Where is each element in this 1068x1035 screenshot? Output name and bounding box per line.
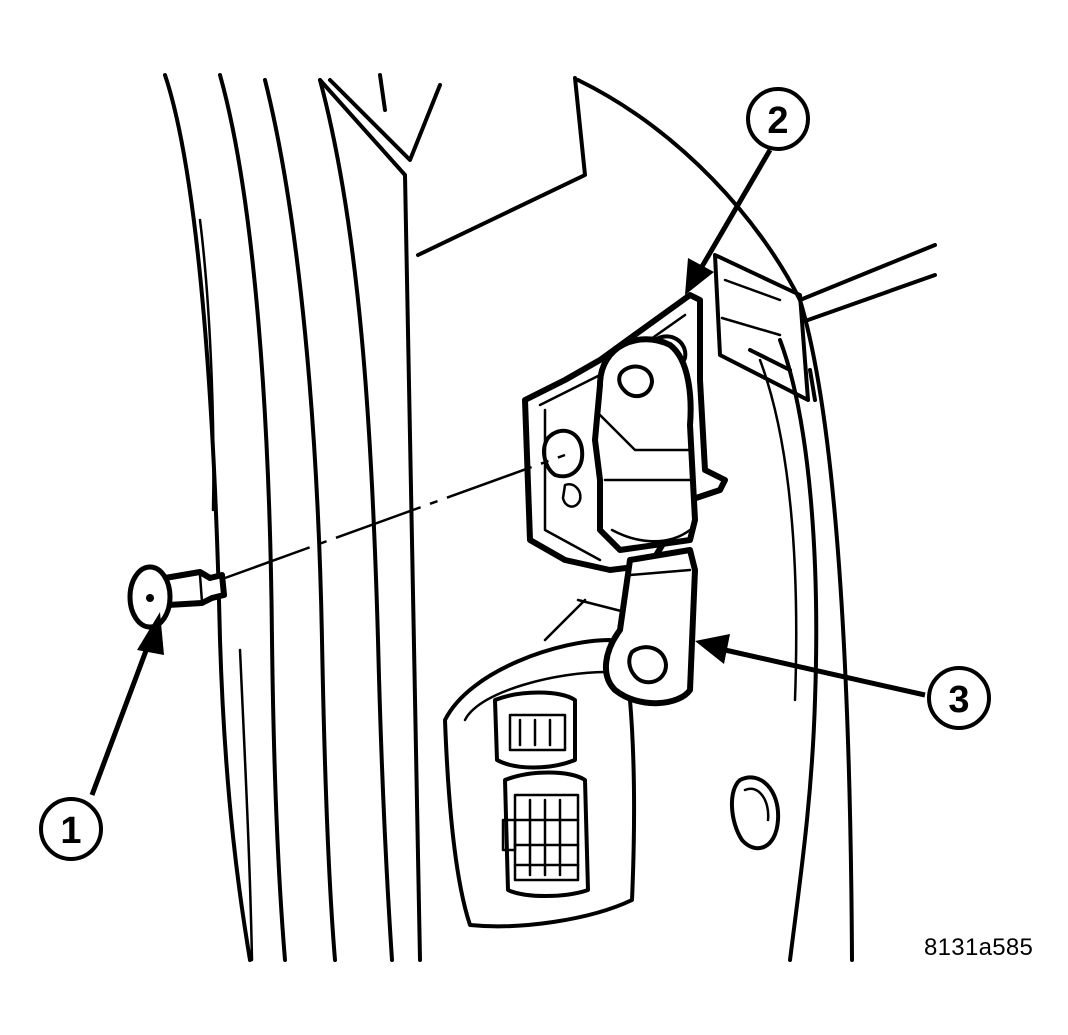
callout-2-number: 2 [767, 100, 788, 142]
door-inner-panel [416, 76, 937, 962]
callout-3-number: 3 [948, 679, 969, 721]
callout-leader-3 [695, 634, 926, 698]
callout-leader-2 [685, 148, 773, 295]
callout-2: 2 [746, 87, 810, 151]
callout-leader-1 [89, 612, 164, 796]
door-frame-panel [163, 73, 442, 962]
figure-id: 8131a585 [924, 934, 1034, 961]
callout-1-number: 1 [60, 810, 81, 852]
wiring-connector-pocket [443, 598, 637, 929]
bolt [127, 564, 227, 630]
installation-path-line [224, 453, 566, 580]
striker-plate [592, 336, 698, 707]
callout-1: 1 [39, 797, 103, 861]
callout-3: 3 [927, 666, 991, 730]
